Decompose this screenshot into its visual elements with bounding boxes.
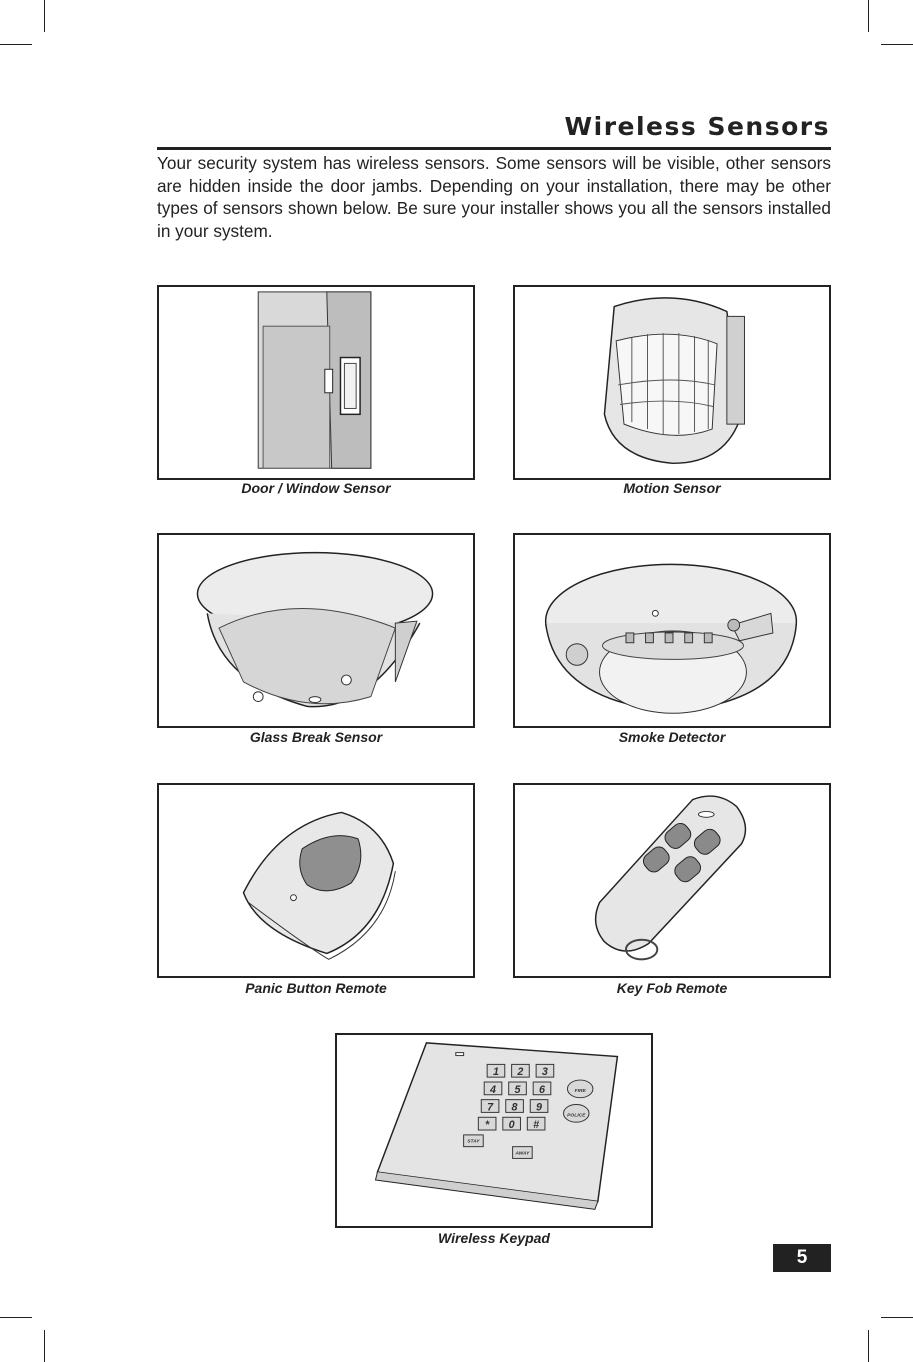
caption-panic-button-remote: Panic Button Remote xyxy=(245,980,387,996)
crop-mark xyxy=(881,1317,913,1318)
title-rule xyxy=(157,147,831,150)
keypad-stay-label: STAY xyxy=(467,1139,480,1145)
crop-mark xyxy=(0,44,32,45)
keypad-key-bg xyxy=(480,1099,500,1113)
keypad-key-bg xyxy=(483,1081,503,1096)
keypad-key: 6 xyxy=(539,1084,546,1096)
keypad-key-bg xyxy=(526,1116,546,1131)
keypad-key-bg xyxy=(529,1099,549,1113)
keypad-key-bg xyxy=(511,1063,530,1078)
keypad-key: * xyxy=(485,1119,490,1131)
crop-mark xyxy=(44,1330,45,1362)
keypad-key-bg xyxy=(508,1081,527,1096)
keypad-fire-label: FIRE xyxy=(575,1088,587,1094)
keypad-key: # xyxy=(533,1119,539,1131)
wireless-keypad-icon: 1 2 3 4 5 6 7 8 9 * 0 # FIRE POLICE STAY AWAY xyxy=(374,1042,619,1210)
keypad-key: 3 xyxy=(542,1066,548,1078)
crop-mark xyxy=(44,0,45,32)
keypad-away-label: AWAY xyxy=(514,1150,530,1156)
crop-mark xyxy=(881,44,913,45)
door-window-sensor-figure xyxy=(157,285,475,480)
keypad-key: 0 xyxy=(509,1119,515,1131)
keypad-key: 7 xyxy=(487,1101,494,1113)
keypad-key: 2 xyxy=(516,1066,523,1078)
crop-mark xyxy=(0,1317,32,1318)
caption-door-window-sensor: Door / Window Sensor xyxy=(241,480,391,496)
motion-sensor-figure xyxy=(513,285,831,480)
caption-smoke-detector: Smoke Detector xyxy=(618,729,726,745)
keypad-key-bg xyxy=(502,1116,521,1131)
caption-key-fob-remote: Key Fob Remote xyxy=(616,980,728,996)
caption-wireless-keypad: Wireless Keypad xyxy=(438,1230,550,1246)
intro-paragraph: Your security system has wireless sensor… xyxy=(157,153,831,241)
crop-mark xyxy=(868,0,869,32)
smoke-detector-figure xyxy=(513,533,831,728)
keypad-key: 9 xyxy=(536,1101,542,1113)
keypad-key: 1 xyxy=(493,1066,499,1078)
key-fob-figure xyxy=(513,783,831,978)
smoke-detector-icon xyxy=(544,563,798,714)
keypad-key: 8 xyxy=(512,1101,518,1113)
keypad-key-bg xyxy=(486,1063,506,1078)
motion-sensor-icon xyxy=(603,297,745,465)
glass-break-sensor-icon xyxy=(196,551,434,708)
wireless-keypad-figure: 1 2 3 4 5 6 7 8 9 * 0 # FIRE POLICE STAY AWAY xyxy=(335,1033,653,1228)
key-fob-icon xyxy=(594,795,747,961)
page-title: Wireless Sensors xyxy=(564,112,830,141)
crop-mark xyxy=(868,1330,869,1362)
keypad-key-bg xyxy=(505,1099,524,1113)
door-window-sensor-icon xyxy=(257,291,372,469)
keypad-key-bg xyxy=(532,1081,552,1096)
page-number: 5 xyxy=(773,1244,831,1272)
keypad-key-bg xyxy=(477,1116,497,1131)
panic-button-figure xyxy=(157,783,475,978)
caption-motion-sensor: Motion Sensor xyxy=(623,480,721,496)
keypad-police-label: POLICE xyxy=(567,1112,586,1118)
caption-glass-break-sensor: Glass Break Sensor xyxy=(249,729,383,745)
keypad-key: 5 xyxy=(515,1084,522,1096)
glass-break-sensor-figure xyxy=(157,533,475,728)
panic-button-icon xyxy=(242,811,396,960)
keypad-key: 4 xyxy=(489,1084,496,1096)
keypad-key-bg xyxy=(535,1063,555,1078)
